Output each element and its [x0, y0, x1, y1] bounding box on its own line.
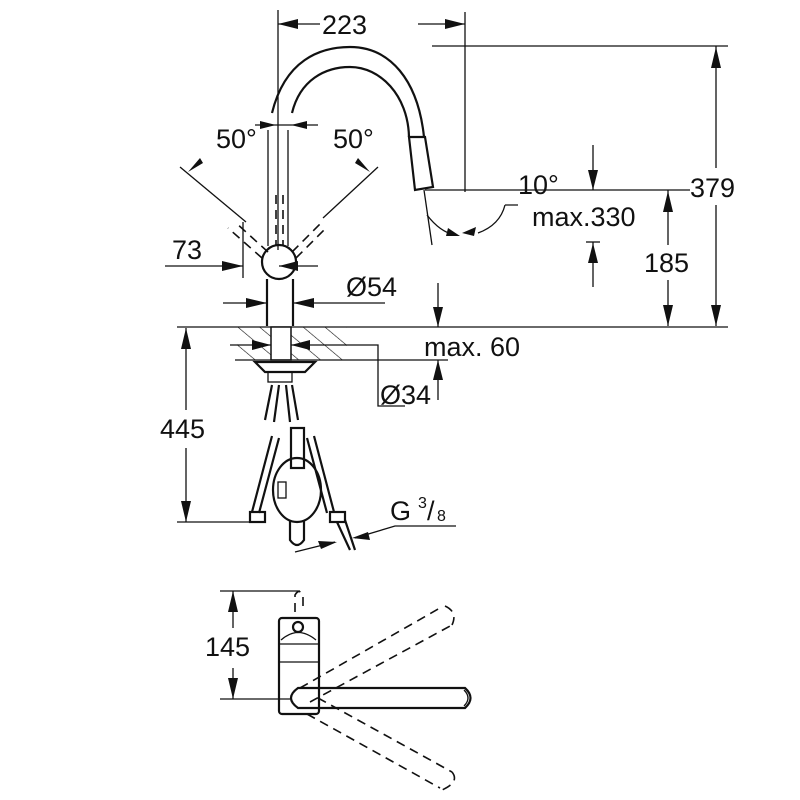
- hidden-hose: [275, 195, 284, 246]
- label-thread-den: 8: [437, 508, 446, 525]
- lever-hub: [260, 243, 298, 281]
- label-outlet-height: 185: [644, 248, 689, 278]
- hoses-upper: [263, 384, 300, 423]
- faucet-plan-view: [220, 590, 472, 791]
- thread-slash: /: [427, 496, 435, 526]
- label-lever-angle-left: 50°: [216, 124, 257, 154]
- dimension-lines: [165, 10, 728, 553]
- faucet-side-view: [177, 45, 728, 551]
- label-plan-depth: 145: [205, 632, 250, 662]
- lever-plan: [289, 686, 472, 710]
- label-lever-offset: 73: [172, 235, 202, 265]
- lever-right-dashed: [291, 221, 327, 259]
- body-top: [277, 616, 321, 716]
- spout-outer: [270, 45, 426, 138]
- connector-left: [248, 510, 267, 524]
- label-thread-prefix: G: [390, 496, 411, 526]
- label-thread-num: 3: [418, 495, 427, 512]
- hoses-lower: [250, 435, 336, 514]
- label-deck-thickness: max. 60: [424, 332, 520, 362]
- mounting-nut: [252, 360, 318, 374]
- lever-rotated-up: [299, 605, 455, 703]
- label-hose-length: 445: [160, 414, 205, 444]
- label-spout-angle: 10°: [518, 170, 559, 200]
- connector-right: [328, 510, 347, 524]
- label-spout-reach: 223: [322, 10, 367, 40]
- dimension-labels: 223 379 185 max.330 10° 50° 50° 73 Ø54 m…: [160, 10, 735, 662]
- lever-rotated-down: [306, 697, 456, 791]
- label-hole-diameter: Ø34: [380, 380, 431, 410]
- lever-left-dashed: [227, 221, 269, 259]
- label-max-outlet-height: max.330: [532, 202, 636, 232]
- spout-inner: [290, 65, 411, 138]
- spray-head: [407, 135, 435, 192]
- label-body-diameter: Ø54: [346, 272, 397, 302]
- label-total-height: 379: [690, 173, 735, 203]
- label-lever-angle-right: 50°: [333, 124, 374, 154]
- hose-weight: [271, 456, 323, 524]
